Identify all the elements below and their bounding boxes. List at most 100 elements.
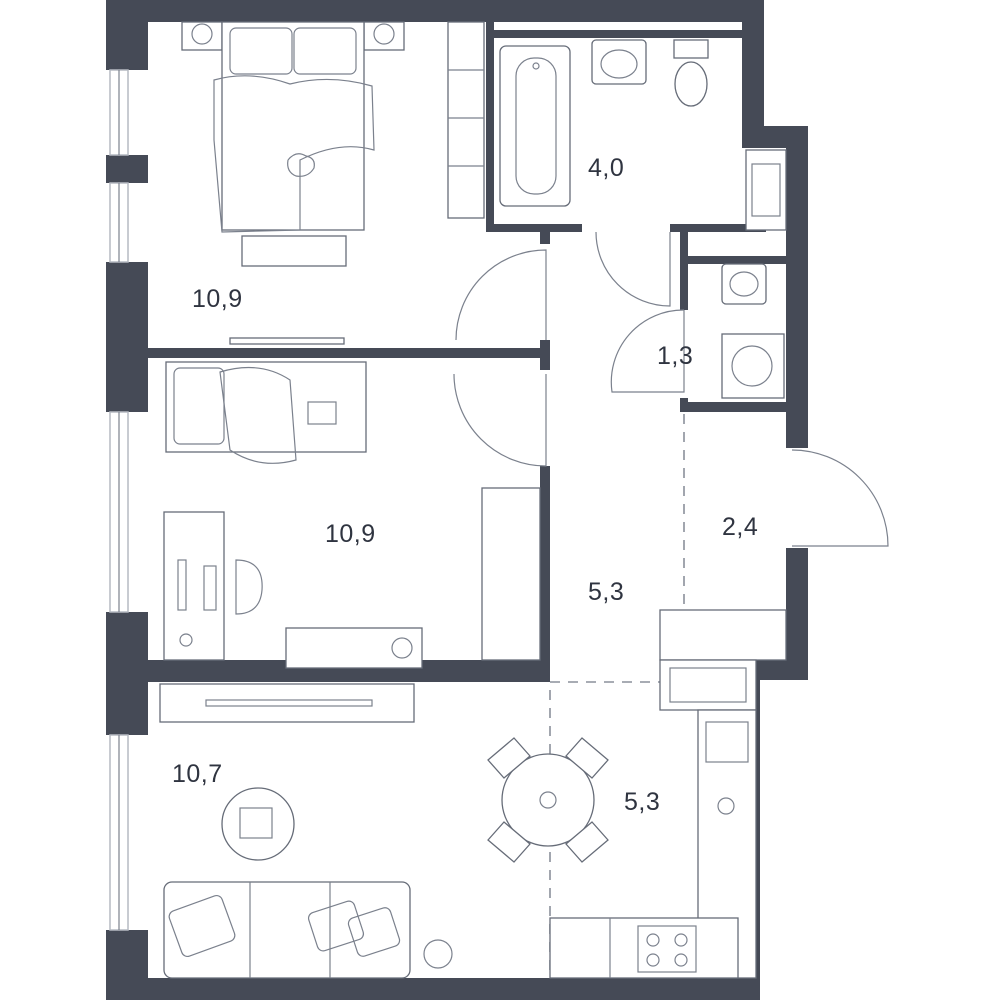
wall-wc-top	[680, 256, 786, 264]
keyboard-icon	[203, 565, 217, 611]
living-room-furniture	[159, 683, 453, 979]
wall-bath-bottom-a	[486, 224, 582, 232]
drain-icon	[532, 62, 540, 70]
wall-left-2	[106, 155, 148, 183]
lamp-icon	[373, 23, 395, 45]
pillow-icon	[229, 27, 293, 75]
dining-chair	[487, 821, 531, 863]
bathroom-cabinet	[745, 149, 787, 231]
washing-machine	[721, 333, 785, 399]
entry-door	[791, 449, 889, 547]
dining-furniture	[487, 737, 609, 863]
wall-divider-end	[540, 340, 550, 370]
laundry-fixtures	[721, 263, 785, 399]
wall-left-4	[106, 612, 148, 735]
door-toilet	[610, 309, 685, 393]
wall-wc-bottom	[680, 402, 786, 412]
desk-chair	[235, 559, 263, 615]
door-bathroom	[595, 231, 671, 307]
dining-chair	[565, 821, 609, 863]
wall-bath-left	[486, 0, 494, 232]
area-label-children-room: 10,9	[325, 520, 376, 548]
bedroom-wardrobe	[447, 21, 485, 219]
wall-bath-stub	[540, 224, 550, 244]
cushion-icon	[307, 900, 365, 952]
area-label-toilet: 1,3	[657, 342, 694, 370]
coffee-table	[221, 787, 295, 861]
desk-lamp-icon	[179, 633, 193, 647]
magazine-icon	[239, 807, 273, 839]
door-children	[453, 373, 547, 467]
double-bed	[221, 21, 365, 231]
entry-wardrobe	[659, 609, 787, 661]
area-label-entry: 2,4	[722, 513, 759, 541]
book-icon	[307, 401, 337, 425]
sofa	[163, 881, 411, 979]
toilet-bowl	[674, 61, 708, 107]
tap-icon	[717, 797, 735, 815]
lamp-icon	[191, 23, 213, 45]
single-bed	[165, 361, 367, 453]
cushion-icon	[168, 894, 236, 958]
pillow-icon	[293, 27, 357, 75]
desk	[163, 511, 225, 661]
area-label-kitchen: 5,3	[624, 788, 661, 816]
children-wardrobe	[481, 487, 541, 661]
living-tv	[205, 699, 373, 707]
wall-left-3	[106, 262, 148, 412]
entry-furniture	[659, 609, 787, 661]
kitchen-furniture	[549, 659, 757, 979]
wall-right-entry-low	[786, 548, 808, 680]
bathtub-inner	[515, 57, 557, 195]
bedroom-tv	[229, 337, 345, 345]
walls	[106, 0, 808, 1000]
hob-icon	[637, 925, 697, 973]
blanket	[219, 366, 297, 464]
toilet-tank	[673, 39, 709, 59]
dining-table	[501, 753, 595, 847]
tv-stand	[159, 683, 415, 723]
plant-icon	[539, 791, 557, 809]
blanket	[213, 75, 375, 233]
area-label-living-room: 10,7	[172, 760, 223, 788]
area-label-hall: 5,3	[588, 578, 625, 606]
wall-children-bottom	[148, 660, 550, 682]
plant-icon	[391, 637, 413, 659]
wall-bath-bottom-b	[670, 224, 766, 232]
nightstand-right	[363, 21, 405, 51]
wall-bath-top	[494, 30, 742, 38]
bedroom-rug	[241, 235, 347, 267]
small-sink	[721, 263, 767, 305]
windows	[109, 69, 129, 931]
kitchen-sink	[705, 721, 749, 763]
wall-children-right	[540, 466, 550, 680]
cat-icon	[287, 153, 315, 177]
area-label-bathroom: 4,0	[588, 154, 625, 182]
bathtub	[499, 45, 571, 207]
bathroom-fixtures	[499, 39, 787, 231]
wall-right-top	[742, 0, 764, 130]
dining-chair	[487, 737, 531, 779]
dresser	[285, 627, 423, 669]
floor-lamp-icon	[423, 939, 453, 969]
wall-top	[106, 0, 764, 22]
area-label-bedroom: 10,9	[192, 285, 243, 313]
doors	[453, 231, 889, 547]
washing-machine-drum	[731, 345, 773, 387]
wall-right-mid	[786, 126, 808, 448]
children-room-furniture	[163, 361, 541, 669]
wall-wc-left	[680, 224, 688, 310]
cushion-icon	[347, 907, 401, 957]
dining-chair	[565, 737, 609, 779]
wall-right-step-2	[756, 658, 808, 680]
wall-bedroom-bottom	[148, 348, 544, 358]
wall-left-1	[106, 0, 148, 70]
bedroom-furniture	[181, 21, 485, 345]
nightstand-left	[181, 21, 223, 51]
kitchen-bottom-counter	[549, 917, 739, 979]
door-bedroom	[455, 249, 547, 341]
monitor-icon	[177, 559, 187, 611]
wall-bottom	[106, 978, 760, 1000]
